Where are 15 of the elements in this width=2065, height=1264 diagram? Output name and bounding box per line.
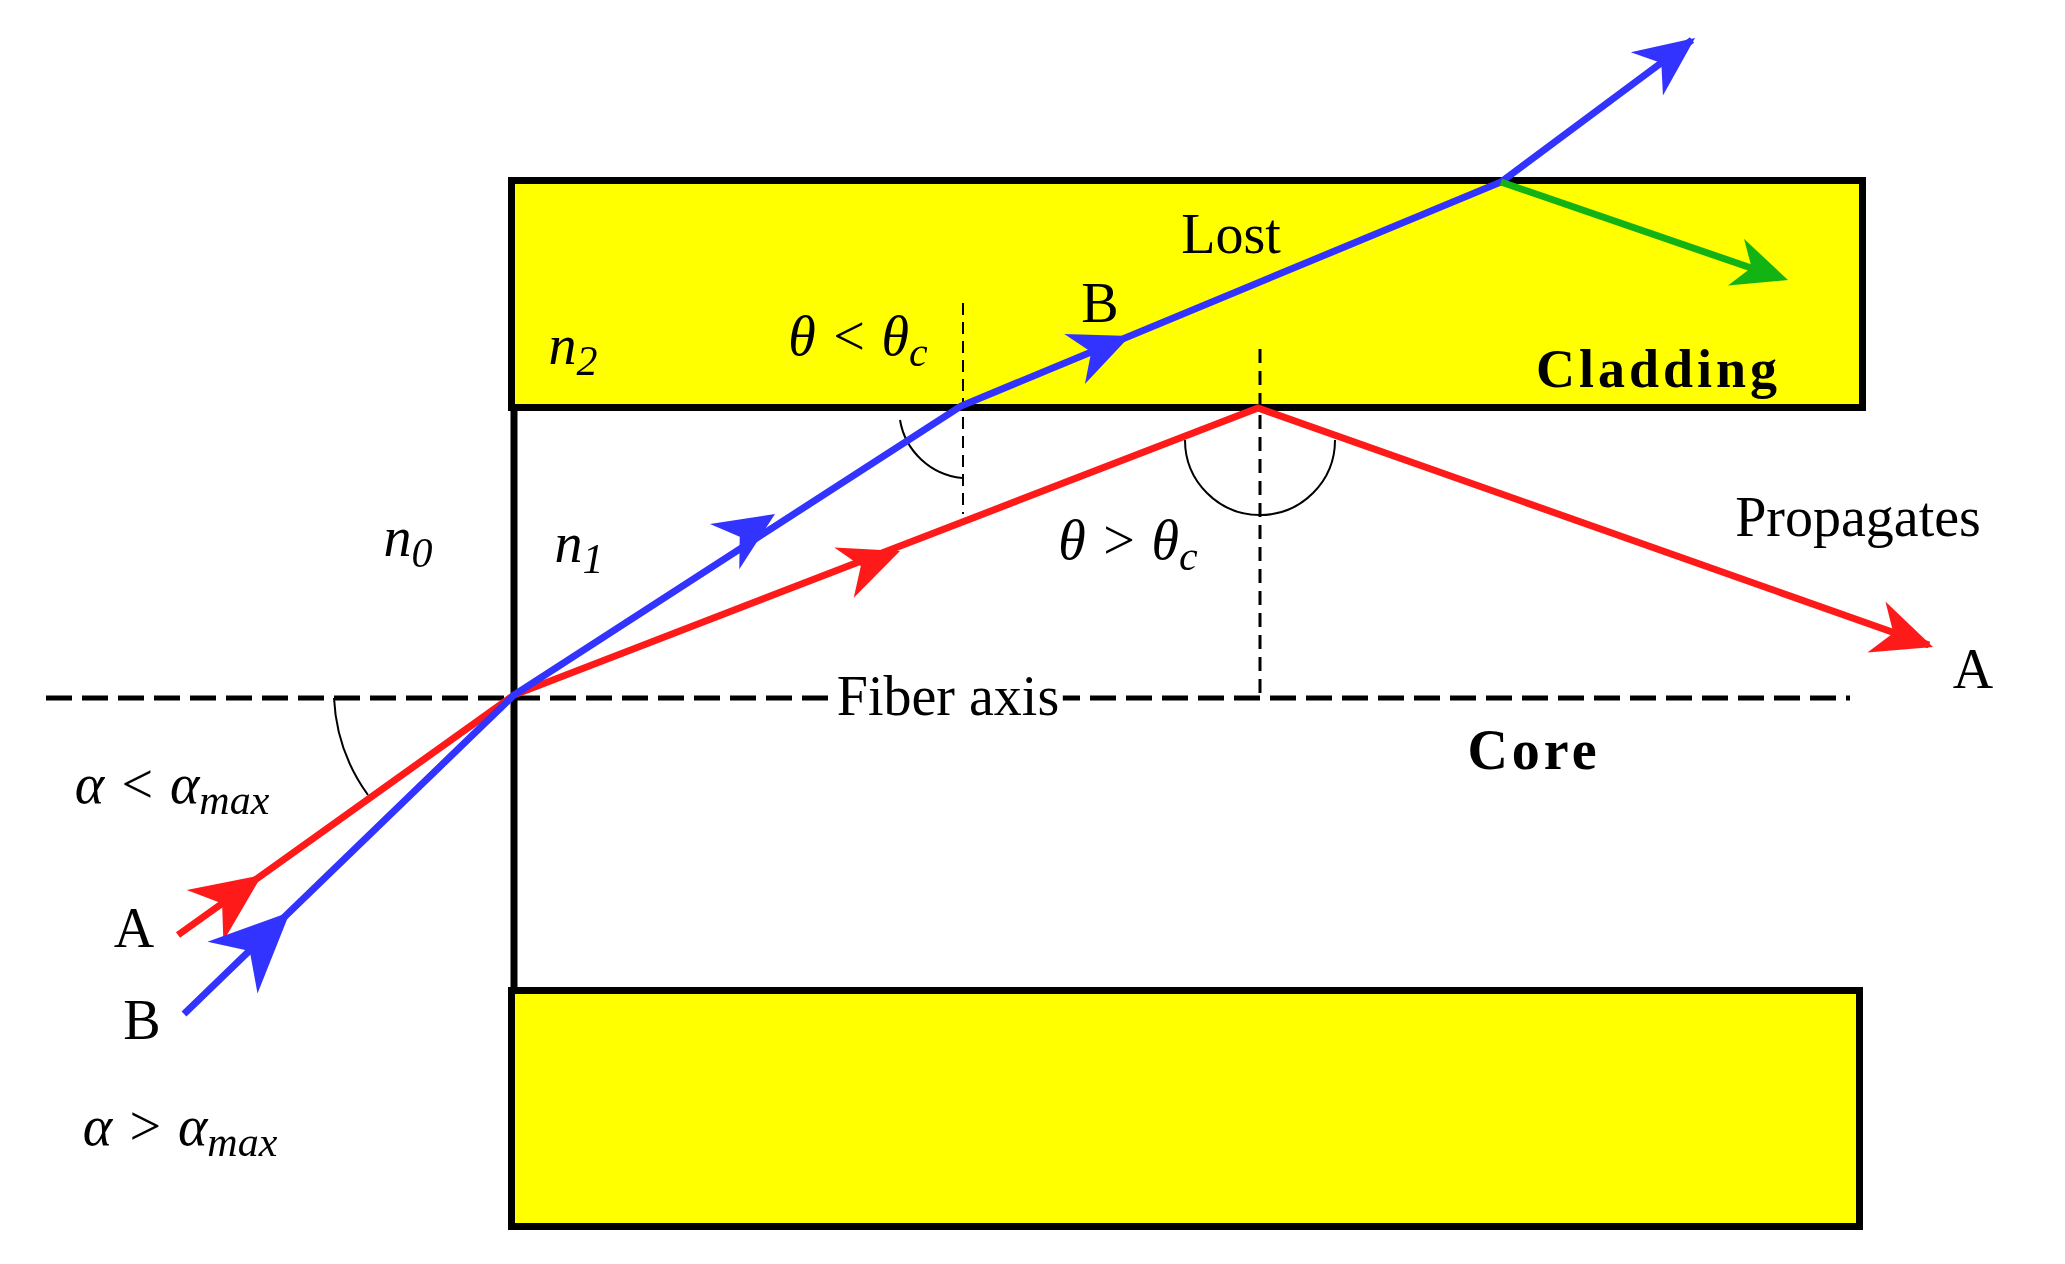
ray-label: B	[1080, 275, 1120, 331]
region-label: Core	[1466, 722, 1602, 778]
ray-label: A	[1951, 641, 1995, 697]
cladding-layer	[508, 987, 1863, 1230]
ray-label: Lost	[1180, 206, 1282, 262]
ray-label: B	[122, 992, 162, 1048]
angle-label: θ > θ$_{c}$	[1057, 512, 1199, 568]
ray-label: A	[112, 900, 156, 956]
refractive-index-label: n$_{2}$	[547, 317, 599, 373]
angle-label: α < α$_{max}$	[73, 756, 271, 812]
refractive-index-label: n$_{0}$	[382, 509, 434, 565]
cladding-layer	[508, 177, 1866, 411]
refractive-index-label: n$_{1}$	[553, 515, 605, 571]
angle-label: θ < θ$_{c}$	[787, 308, 929, 364]
angle-label: α > α$_{max}$	[81, 1098, 279, 1154]
